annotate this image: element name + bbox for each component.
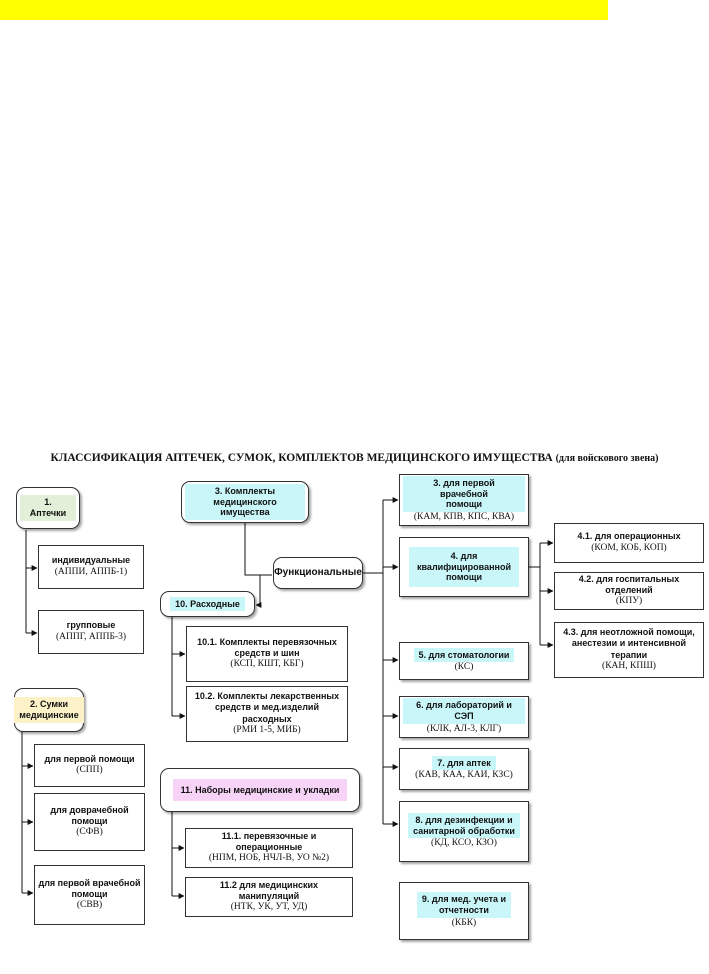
group10-item-1: 10.1. Комплекты перевязочных средств и ш… [186,626,348,682]
group2-header-label: 2. Сумки медицинские [14,697,84,723]
group2-item-first-aid: для первой помощи (СПП) [34,744,145,787]
qualified-item-4-1: 4.1. для операционных (КОМ, КОБ, КОП) [554,523,704,563]
item-label: 7. для аптек [432,755,496,771]
item-label: 8. для дезинфекции и санитарной обработк… [408,812,520,839]
item-line: квалифицированной [417,561,511,572]
group3-header-label: 3. Комплекты медицинского имущества [185,483,305,521]
functional-item-3: 3. для первой врачебной помощи (КАМ, КПВ… [399,474,529,526]
functional-node: Функциональные [273,557,363,589]
item-code: (РМИ 1-5, МИБ) [233,724,301,735]
qualified-item-4-3: 4.3. для неотложной помощи, анестезии и … [554,622,704,678]
functional-item-6: 6. для лабораторий и СЭП (КЛК, АЛ-3, КЛГ… [399,696,529,738]
group2-item-first-doctor: для первой врачебной помощи (СВВ) [34,865,145,925]
group2-header: 2. Сумки медицинские [14,688,84,732]
item-code: (КОМ, КОБ, КОП) [591,542,667,553]
item-code: (КПУ) [615,596,643,607]
item-label: групповые [66,620,116,631]
item-code: (КБК) [451,917,477,928]
title-main: КЛАССИФИКАЦИЯ АПТЕЧЕК, СУМОК, КОМПЛЕКТОВ… [50,452,553,464]
item-line: отчетности [439,905,489,916]
item-code: (КЛК, АЛ-3, КЛГ) [426,723,502,734]
item-code: (АППИ, АППБ-1) [54,566,128,577]
item-code: (КАВ, КАА, КАИ, КЗС) [415,770,513,781]
item-line: анестезии и интенсивной терапии [571,638,687,660]
highlight-bar [0,0,608,20]
functional-item-9: 9. для мед. учета и отчетности (КБК) [399,882,529,940]
qualified-item-4-2: 4.2. для госпитальных отделений (КПУ) [554,572,704,610]
item-label: 9. для мед. учета и отчетности [416,892,512,918]
group10-header: 10. Расходные [160,591,255,617]
group2-item-prehospital: для доврачебной помощи (СФВ) [34,793,145,851]
group1-item-individual: индивидуальные (АППИ, АППБ-1) [38,545,144,589]
item-label: 5. для стоматологии [413,647,515,663]
item-code: (НПМ, НОБ, НЧЛ-В, УО №2) [208,853,330,864]
item-line: 10.1. Комплекты перевязочных [197,636,337,647]
item-label: 4. для квалифицированной помощи [409,546,519,588]
item-code: (КАН, КПШ) [602,660,656,671]
item-line: помощи [446,572,482,583]
group1-header-label: 1. Аптечки [20,495,76,521]
item-line: 9. для мед. учета и [421,894,507,905]
group11-item-1: 11.1. перевязочные и операционные (НПМ, … [185,828,353,868]
item-line: 10.2. Комплекты лекарственных [194,691,340,702]
functional-item-7: 7. для аптек (КАВ, КАА, КАИ, КЗС) [399,748,529,790]
item-label: 3. для первой врачебной помощи [403,475,525,513]
item-label: для первой врачебной [38,877,141,888]
item-code: (КСП, КШТ, КБГ) [230,659,304,670]
group1-item-group: групповые (АППГ, АППБ-3) [38,610,144,654]
group11-header: 11. Наборы медицинские и укладки [160,768,360,812]
item-label: индивидуальные [51,555,131,566]
functional-item-4: 4. для квалифицированной помощи [399,537,529,597]
item-line: помощи [446,499,482,510]
item-code: (КД, КСО, КЗО) [431,838,497,849]
group1-header: 1. Аптечки [16,487,80,529]
diagram-title: КЛАССИФИКАЦИЯ АПТЕЧЕК, СУМОК, КОМПЛЕКТОВ… [0,452,709,464]
item-line: средств и мед.изделий расходных [215,702,319,724]
header-line: медицинские [19,710,79,720]
item-line: средств и шин [234,648,300,659]
item-line: 11.1. перевязочные и операционные [221,830,317,853]
group10-item-2: 10.2. Комплекты лекарственных средств и … [186,686,348,742]
item-code: (СФВ) [76,827,103,838]
header-line: 2. Сумки [29,699,69,710]
group11-header-label: 11. Наборы медицинские и укладки [172,778,348,802]
item-line: 3. для первой врачебной [433,477,495,499]
item-label: для первой помощи [44,753,135,764]
header-line: 3. Комплекты [214,485,276,496]
item-line: 11.2 для медицинских манипуляций [219,879,319,902]
group3-header: 3. Комплекты медицинского имущества [181,481,309,523]
functional-label: Функциональные [274,566,362,578]
item-line: 4.2. для госпитальных отделений [578,573,680,596]
item-line: 4. для [450,550,478,561]
item-label: помощи [71,816,108,827]
item-code: (СВВ) [76,900,103,911]
item-code: (КС) [454,662,474,673]
group10-header-label: 10. Расходные [170,596,245,612]
title-sub: (для войскового звена) [555,453,659,464]
item-line: санитарной обработки [413,825,515,836]
item-label: для доврачебной [50,804,129,815]
item-line: 4.3. для неотложной помощи, [563,627,695,638]
functional-item-8: 8. для дезинфекции и санитарной обработк… [399,801,529,862]
item-code: (КАМ, КПВ, КПС, КВА) [413,512,515,523]
item-code: (НТК, УК, УТ, УД) [230,902,308,913]
item-code: (СПП) [76,765,103,776]
item-line: 4.1. для операционных [577,531,681,542]
item-label: помощи [71,889,108,900]
item-line: 8. для дезинфекции и [415,814,513,825]
header-line: медицинского имущества [213,496,277,518]
item-code: (АППГ, АППБ-3) [55,631,127,642]
item-label: 6. для лабораторий и СЭП [403,698,525,724]
group11-item-2: 11.2 для медицинских манипуляций (НТК, У… [185,877,353,917]
functional-item-5: 5. для стоматологии (КС) [399,642,529,680]
